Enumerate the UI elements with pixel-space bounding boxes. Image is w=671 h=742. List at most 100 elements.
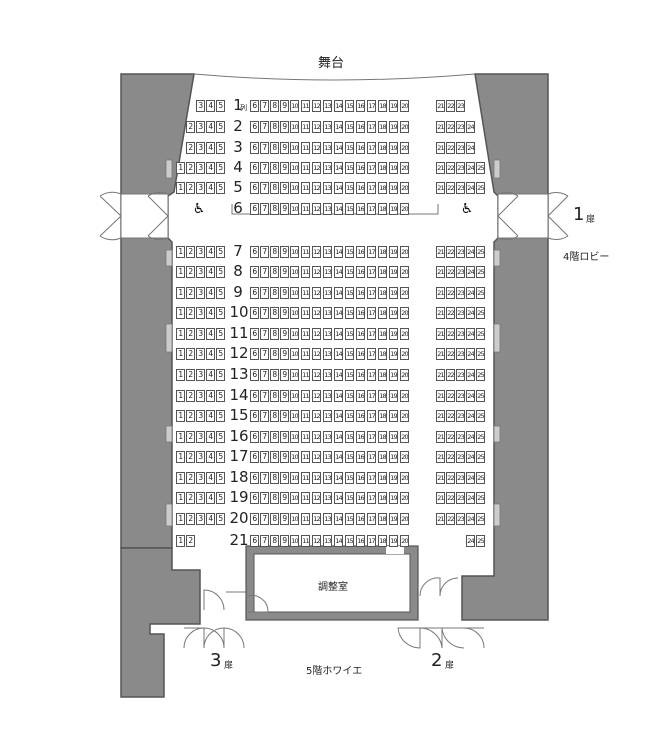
seat[interactable]: 21 xyxy=(436,246,445,258)
seat[interactable]: 25 xyxy=(476,369,485,381)
seat[interactable]: 25 xyxy=(476,451,485,463)
seat[interactable]: 9 xyxy=(280,410,289,422)
seat[interactable]: 9 xyxy=(280,162,289,174)
seat[interactable]: 7 xyxy=(260,287,269,299)
seat[interactable]: 7 xyxy=(260,246,269,258)
seat[interactable]: 25 xyxy=(476,182,485,194)
seat[interactable]: 10 xyxy=(290,492,299,504)
seat[interactable]: 10 xyxy=(290,121,299,133)
seat[interactable]: 15 xyxy=(345,451,354,463)
seat[interactable]: 14 xyxy=(334,472,343,484)
seat[interactable]: 17 xyxy=(367,451,376,463)
seat[interactable]: 2 xyxy=(186,142,195,154)
seat[interactable]: 20 xyxy=(400,142,409,154)
seat[interactable]: 20 xyxy=(400,100,409,112)
seat[interactable]: 3 xyxy=(196,287,205,299)
seat[interactable]: 9 xyxy=(280,492,289,504)
seat[interactable]: 15 xyxy=(345,472,354,484)
seat[interactable]: 8 xyxy=(270,328,279,340)
seat[interactable]: 8 xyxy=(270,451,279,463)
seat[interactable]: 2 xyxy=(186,246,195,258)
seat[interactable]: 8 xyxy=(270,513,279,525)
seat[interactable]: 4 xyxy=(206,390,215,402)
seat[interactable]: 14 xyxy=(334,203,343,215)
seat[interactable]: 23 xyxy=(456,451,465,463)
seat[interactable]: 16 xyxy=(356,307,365,319)
seat[interactable]: 1 xyxy=(176,328,185,340)
seat[interactable]: 10 xyxy=(290,410,299,422)
seat[interactable]: 11 xyxy=(301,203,310,215)
seat[interactable]: 3 xyxy=(196,431,205,443)
seat[interactable]: 17 xyxy=(367,328,376,340)
seat[interactable]: 2 xyxy=(186,287,195,299)
seat[interactable]: 23 xyxy=(456,328,465,340)
seat[interactable]: 7 xyxy=(260,307,269,319)
seat[interactable]: 5 xyxy=(216,472,225,484)
seat[interactable]: 15 xyxy=(345,513,354,525)
seat[interactable]: 14 xyxy=(334,492,343,504)
seat[interactable]: 8 xyxy=(270,369,279,381)
seat[interactable]: 22 xyxy=(446,410,455,422)
seat[interactable]: 10 xyxy=(290,535,299,547)
seat[interactable]: 8 xyxy=(270,182,279,194)
seat[interactable]: 25 xyxy=(476,535,485,547)
seat[interactable]: 23 xyxy=(456,348,465,360)
seat[interactable]: 13 xyxy=(323,142,332,154)
seat[interactable]: 22 xyxy=(446,121,455,133)
seat[interactable]: 17 xyxy=(367,203,376,215)
seat[interactable]: 13 xyxy=(323,246,332,258)
seat[interactable]: 16 xyxy=(356,162,365,174)
seat[interactable]: 19 xyxy=(389,390,398,402)
seat[interactable]: 20 xyxy=(400,287,409,299)
seat[interactable]: 2 xyxy=(186,266,195,278)
seat[interactable]: 18 xyxy=(378,182,387,194)
seat[interactable]: 5 xyxy=(216,100,225,112)
seat[interactable]: 25 xyxy=(476,431,485,443)
seat[interactable]: 9 xyxy=(280,451,289,463)
seat[interactable]: 11 xyxy=(301,266,310,278)
seat[interactable]: 8 xyxy=(270,266,279,278)
seat[interactable]: 23 xyxy=(456,513,465,525)
seat[interactable]: 21 xyxy=(436,390,445,402)
seat[interactable]: 11 xyxy=(301,162,310,174)
seat[interactable]: 2 xyxy=(186,535,195,547)
seat[interactable]: 4 xyxy=(206,121,215,133)
seat[interactable]: 2 xyxy=(186,431,195,443)
seat[interactable]: 20 xyxy=(400,410,409,422)
seat[interactable]: 8 xyxy=(270,203,279,215)
seat[interactable]: 11 xyxy=(301,348,310,360)
seat[interactable]: 24 xyxy=(466,348,475,360)
seat[interactable]: 23 xyxy=(456,390,465,402)
seat[interactable]: 25 xyxy=(476,307,485,319)
seat[interactable]: 1 xyxy=(176,472,185,484)
seat[interactable]: 24 xyxy=(466,287,475,299)
seat[interactable]: 19 xyxy=(389,369,398,381)
seat[interactable]: 19 xyxy=(389,410,398,422)
seat[interactable]: 25 xyxy=(476,266,485,278)
seat[interactable]: 14 xyxy=(334,246,343,258)
seat[interactable]: 23 xyxy=(456,100,465,112)
seat[interactable]: 16 xyxy=(356,410,365,422)
seat[interactable]: 19 xyxy=(389,328,398,340)
seat[interactable]: 21 xyxy=(436,472,445,484)
seat[interactable]: 11 xyxy=(301,287,310,299)
seat[interactable]: 12 xyxy=(312,431,321,443)
seat[interactable]: 12 xyxy=(312,246,321,258)
seat[interactable]: 13 xyxy=(323,203,332,215)
seat[interactable]: 2 xyxy=(186,513,195,525)
seat[interactable]: 21 xyxy=(436,369,445,381)
seat[interactable]: 19 xyxy=(389,100,398,112)
seat[interactable]: 4 xyxy=(206,246,215,258)
seat[interactable]: 6 xyxy=(250,492,259,504)
seat[interactable]: 22 xyxy=(446,246,455,258)
seat[interactable]: 16 xyxy=(356,431,365,443)
seat[interactable]: 11 xyxy=(301,472,310,484)
seat[interactable]: 22 xyxy=(446,513,455,525)
seat[interactable]: 23 xyxy=(456,410,465,422)
seat[interactable]: 3 xyxy=(196,390,205,402)
seat[interactable]: 22 xyxy=(446,287,455,299)
seat[interactable]: 8 xyxy=(270,307,279,319)
seat[interactable]: 3 xyxy=(196,451,205,463)
seat[interactable]: 20 xyxy=(400,121,409,133)
seat[interactable]: 13 xyxy=(323,492,332,504)
